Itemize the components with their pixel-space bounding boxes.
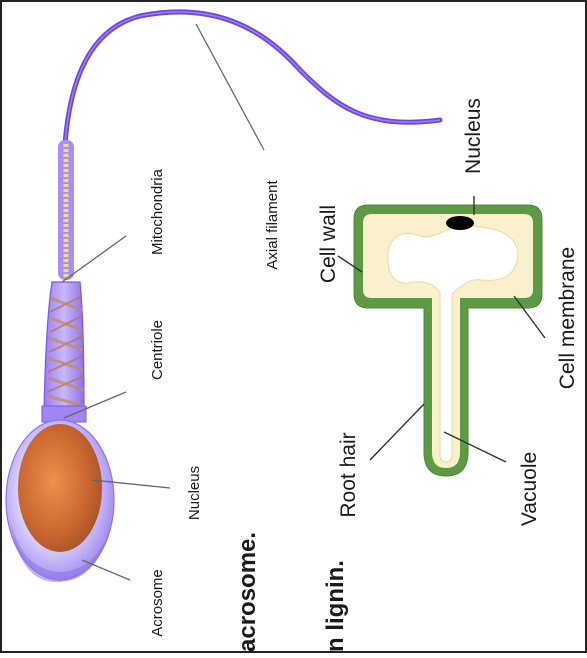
label-root-hair: Root hair (337, 432, 360, 517)
label-axial-filament: Axial filament (264, 180, 281, 270)
label-mitochondria: Mitochondria (149, 168, 166, 255)
label-cell-wall: Cell wall (317, 205, 340, 283)
label-sperm-nucleus: Nucleus (186, 466, 203, 520)
label-acrosome: Acrosome (149, 569, 166, 637)
cropped-text-acrosome: acrosome. (234, 532, 261, 652)
label-cell-nucleus: Nucleus (462, 98, 485, 174)
label-vacuole: Vacuole (518, 452, 541, 526)
cropped-text-lignin: n lignin. (322, 560, 349, 652)
label-centriole: Centriole (149, 320, 166, 380)
sperm-nucleus (18, 424, 102, 552)
label-cell-membrane: Cell membrane (556, 247, 579, 389)
cell-nucleus (446, 216, 474, 230)
